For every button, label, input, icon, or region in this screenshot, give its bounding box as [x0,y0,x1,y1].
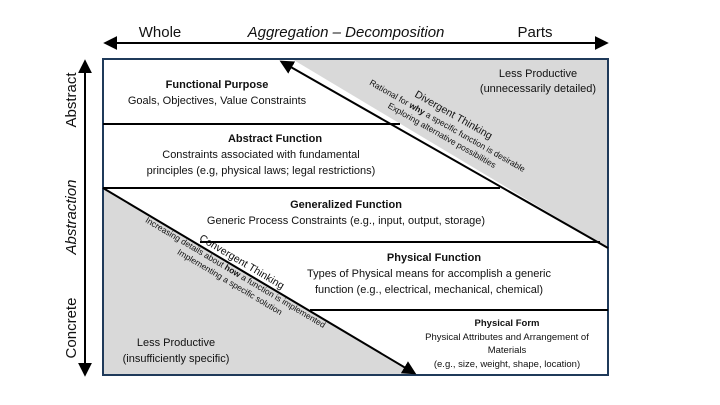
axis-label-abstract: Abstract [63,72,80,128]
level-title-physical-form: Physical Form [475,318,540,329]
lower-less-productive-note: (insufficiently specific) [123,353,230,365]
upper-shaded-region [292,59,608,248]
level-desc-physical-function-1: Types of Physical means for accomplish a… [307,268,551,280]
divergent-thinking-arrow [279,60,609,249]
upper-less-productive-note: (unnecessarily detailed) [480,83,596,95]
level-title-abstract-function: Abstract Function [228,133,322,145]
axis-label-parts: Parts [517,24,552,41]
level-desc-generalized-function: Generic Process Constraints (e.g., input… [207,215,485,227]
level-desc-physical-function-2: function (e.g., electrical, mechanical, … [315,284,543,296]
upper-less-productive-label: Less Productive [499,68,577,80]
level-title-generalized-function: Generalized Function [290,199,402,211]
axis-label-whole: Whole [139,24,182,41]
lower-less-productive-label: Less Productive [137,337,215,349]
convergent-thinking-annotation: Convergent Thinking Increasing details a… [144,215,328,330]
level-title-physical-function: Physical Function [387,252,481,264]
axis-label-abstraction: Abstraction [63,179,80,255]
level-desc-physical-form-1: Physical Attributes and Arrangement of [425,332,589,343]
level-title-functional-purpose: Functional Purpose [166,79,269,91]
diagram-frame [102,58,609,376]
level-desc-abstract-function-1: Constraints associated with fundamental [162,149,360,161]
level-desc-physical-form-2: Materials [488,345,527,356]
axis-label-aggregation-decomposition: Aggregation – Decomposition [247,24,445,41]
level-desc-functional-purpose: Goals, Objectives, Value Constraints [128,95,307,107]
level-desc-abstract-function-2: principles (e.g, physical laws; legal re… [147,165,376,177]
convergent-thinking-arrow [102,187,417,375]
level-desc-physical-form-3: (e.g., size, weight, shape, location) [434,359,580,370]
axis-label-concrete: Concrete [63,298,80,359]
